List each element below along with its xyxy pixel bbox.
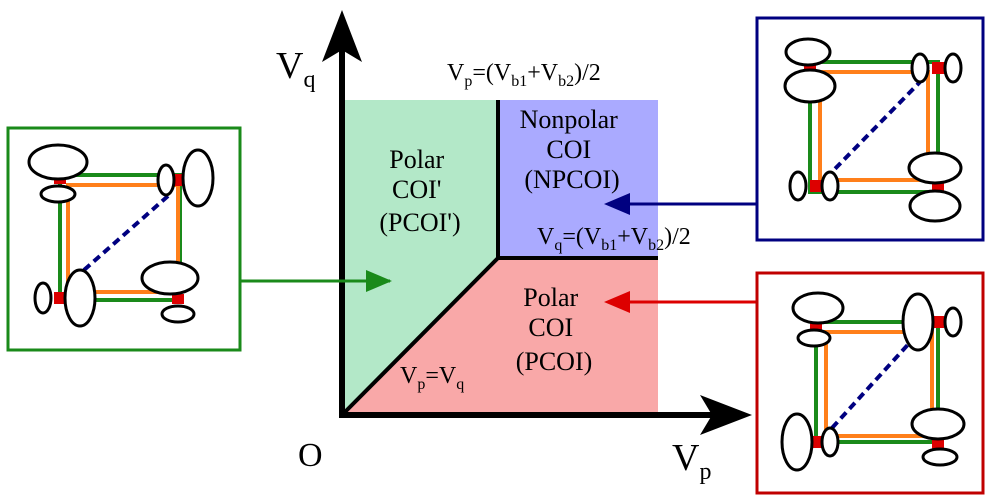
red-link bbox=[932, 62, 946, 74]
origin-label: O bbox=[298, 437, 323, 474]
site-ellipse bbox=[33, 281, 53, 315]
region-pcoi-prime bbox=[342, 100, 498, 415]
arrowhead-red bbox=[604, 291, 630, 313]
x-axis-label: Vp bbox=[672, 437, 711, 485]
site-ellipse bbox=[791, 291, 845, 325]
arrowhead-green bbox=[366, 270, 392, 292]
site-ellipse bbox=[784, 37, 832, 67]
inset-bottom-right bbox=[755, 271, 985, 495]
dimer-dashed-bond bbox=[824, 80, 922, 180]
y-axis-arrowhead bbox=[322, 10, 362, 62]
boundary-horizontal-label: Vq=(Vb1+Vb2)/2 bbox=[537, 224, 691, 254]
boundary-diagonal bbox=[340, 256, 500, 417]
region-npcoi-label: Nonpolar COI (NPCOI) bbox=[520, 105, 625, 194]
site-ellipse bbox=[910, 52, 930, 84]
site-ellipse bbox=[820, 170, 840, 202]
red-link bbox=[810, 436, 824, 448]
red-link bbox=[810, 180, 822, 192]
site-ellipse bbox=[907, 151, 963, 185]
molecule-orange-bonds bbox=[66, 183, 180, 294]
molecule-orange-bonds bbox=[824, 330, 934, 438]
molecule-green-bonds bbox=[808, 60, 940, 194]
boundary-vertical-label: Vp=(Vb1+Vb2)/2 bbox=[447, 60, 601, 90]
site-ellipse bbox=[39, 184, 77, 204]
region-pcoi-label: Polar COI (PCOI) bbox=[516, 283, 593, 376]
site-ellipse bbox=[943, 306, 963, 338]
y-axis-label: Vq bbox=[276, 45, 315, 93]
boundary-diagonal-label: Vp=Vq bbox=[400, 363, 464, 393]
x-axis-arrowhead bbox=[700, 395, 752, 435]
dimer-dashed-bond bbox=[830, 336, 916, 430]
molecule-green-bonds bbox=[814, 320, 940, 444]
site-ellipse bbox=[908, 189, 962, 223]
site-ellipse bbox=[796, 328, 832, 348]
site-ellipse bbox=[63, 268, 97, 328]
site-ellipse bbox=[910, 407, 966, 441]
arrowhead-navy bbox=[604, 193, 630, 215]
region-pcoi-prime-label: Polar COI' (PCOI') bbox=[379, 145, 460, 237]
region-pcoi bbox=[342, 258, 658, 415]
site-ellipse bbox=[901, 292, 935, 352]
region-npcoi bbox=[498, 100, 658, 258]
dimer-dashed-bond bbox=[82, 194, 170, 272]
site-ellipse bbox=[788, 170, 808, 202]
inset-top-right bbox=[755, 16, 985, 242]
site-ellipse bbox=[156, 163, 176, 197]
site-ellipse bbox=[820, 426, 840, 458]
molecule-orange-bonds bbox=[818, 70, 930, 182]
red-link bbox=[172, 294, 184, 304]
site-ellipse bbox=[27, 143, 89, 181]
site-ellipse bbox=[783, 68, 837, 104]
site-ellipse bbox=[181, 148, 215, 208]
site-ellipse bbox=[780, 412, 814, 472]
inset-left bbox=[6, 126, 242, 352]
site-ellipse bbox=[160, 304, 196, 324]
site-ellipse bbox=[140, 260, 200, 296]
site-ellipse bbox=[943, 52, 963, 84]
site-ellipse bbox=[921, 447, 959, 467]
